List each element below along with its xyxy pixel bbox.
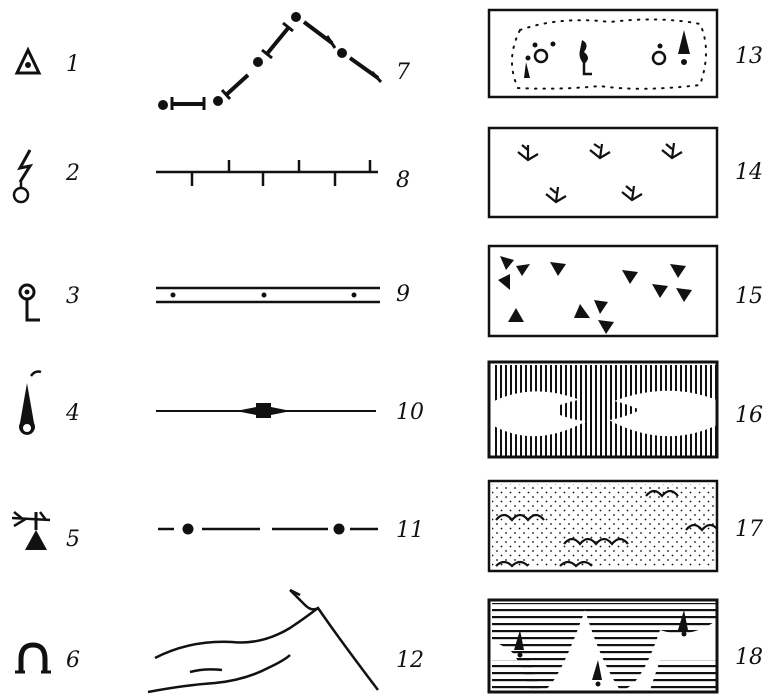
symbol-4-teardrop-spring-icon — [18, 370, 42, 435]
label-11: 11 — [396, 518, 424, 543]
symbol-12-branching-cracks — [147, 588, 379, 694]
label-9: 9 — [396, 282, 410, 307]
symbol-10-line-with-square — [156, 403, 376, 418]
label-15: 15 — [735, 284, 763, 309]
symbol-9-double-dotted-line — [156, 286, 380, 304]
label-5: 5 — [66, 527, 80, 552]
symbol-17-sand-dunes-area — [487, 479, 719, 573]
label-3: 3 — [66, 284, 80, 309]
symbol-7-dashed-bar-line — [158, 12, 383, 110]
symbol-13-sinkhole-area — [487, 8, 719, 99]
label-8: 8 — [396, 168, 410, 193]
label-2: 2 — [65, 161, 80, 186]
label-14: 14 — [735, 160, 763, 185]
symbol-2-spring-lightning-icon — [12, 149, 34, 204]
symbol-1-triangle-icon — [14, 46, 42, 75]
symbol-16-hatched-area — [487, 360, 719, 459]
symbol-6-arch-cave-icon — [15, 642, 51, 674]
symbol-5-windmill-icon — [11, 511, 51, 550]
label-16: 16 — [735, 403, 763, 428]
label-6: 6 — [66, 648, 80, 673]
label-12: 12 — [396, 648, 424, 673]
symbol-14-shrub-area — [487, 126, 719, 219]
label-4: 4 — [65, 401, 80, 426]
label-10: 10 — [396, 400, 424, 425]
label-7: 7 — [396, 60, 410, 85]
symbol-15-boulder-area — [487, 244, 719, 338]
symbol-8-ticked-line — [156, 160, 378, 186]
label-1: 1 — [66, 52, 80, 77]
symbol-3-well-icon — [18, 283, 40, 322]
label-18: 18 — [735, 645, 763, 670]
label-17: 17 — [735, 517, 763, 542]
label-13: 13 — [735, 44, 763, 69]
symbol-18-marsh-area — [487, 598, 719, 694]
symbol-11-dashed-dot-line — [158, 523, 378, 535]
